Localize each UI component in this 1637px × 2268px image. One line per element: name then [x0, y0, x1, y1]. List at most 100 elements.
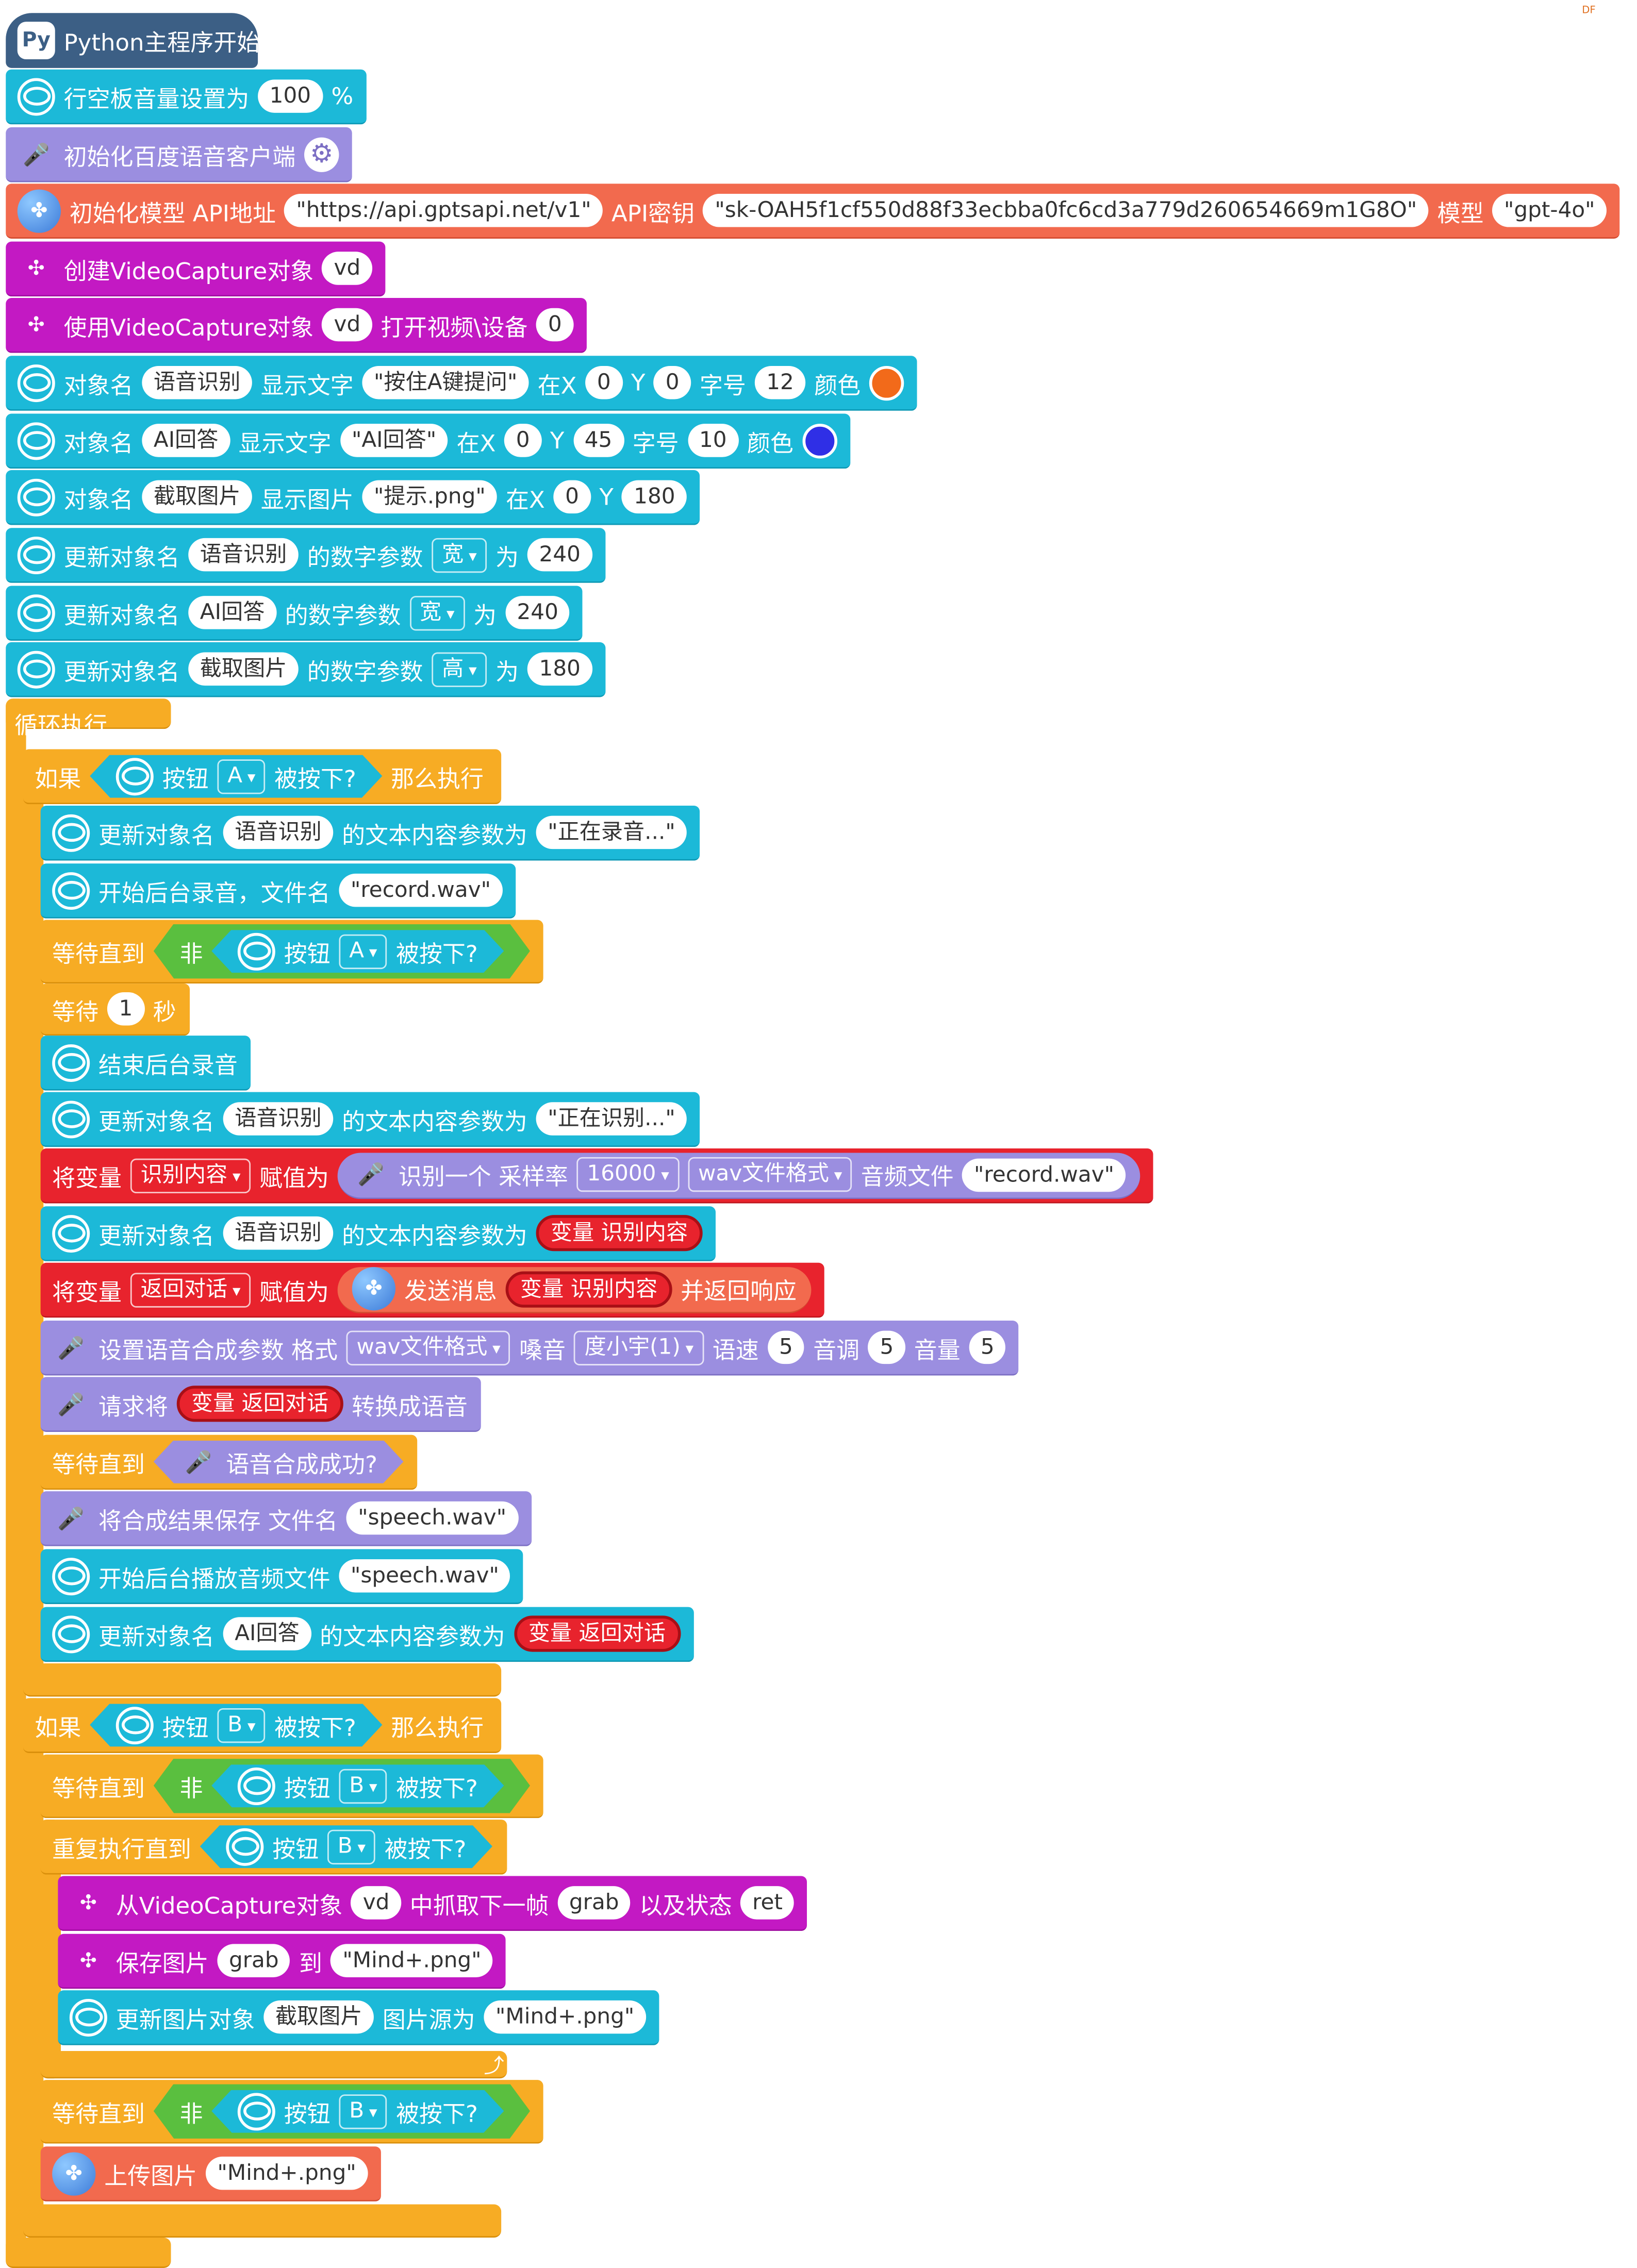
- var-input[interactable]: vd: [322, 308, 372, 342]
- upload-image-block[interactable]: ✤ 上传图片 "Mind+.png": [40, 2146, 381, 2202]
- show-text-block-2[interactable]: 对象名 AI回答 显示文字 "AI回答" 在X 0 Y 45 字号 10 颜色: [6, 413, 850, 469]
- object-name-input[interactable]: 语音识别: [223, 815, 334, 849]
- y-input[interactable]: 0: [654, 365, 691, 399]
- object-name-input[interactable]: AI回答: [188, 596, 276, 629]
- update-image-block[interactable]: 更新图片对象 截取图片 图片源为 "Mind+.png": [58, 1990, 659, 2045]
- pitch-input[interactable]: 5: [868, 1330, 905, 1364]
- play-audio-block[interactable]: 开始后台播放音频文件 "speech.wav": [40, 1549, 524, 1604]
- variable-dropdown[interactable]: 识别内容: [130, 1158, 251, 1193]
- wait-until-block-1[interactable]: 等待直到 非 按钮 A 被按下?: [40, 920, 543, 984]
- update-text-block-3[interactable]: 更新对象名 语音识别 的文本内容参数为 变量 识别内容: [40, 1206, 716, 1261]
- key-dropdown[interactable]: B: [339, 1768, 388, 1803]
- if-a-block[interactable]: 如果 按钮 A 被按下? 那么执行: [23, 749, 502, 805]
- format-dropdown[interactable]: wav文件格式: [688, 1157, 852, 1192]
- show-image-block[interactable]: 对象名 截取图片 显示图片 "提示.png" 在X 0 Y 180: [6, 470, 700, 525]
- not-operator[interactable]: 非 按钮 A 被按下?: [154, 924, 530, 979]
- tts-params-block[interactable]: 🎤 设置语音合成参数 格式 wav文件格式 嗓音 度小宇(1) 语速 5 音调 …: [40, 1320, 1019, 1376]
- file-input[interactable]: "record.wav": [339, 873, 503, 907]
- object-name-input[interactable]: AI回答: [223, 1617, 311, 1650]
- update-text-block-4[interactable]: 更新对象名 AI回答 的文本内容参数为 变量 返回对话: [40, 1607, 693, 1662]
- value-input[interactable]: 240: [527, 538, 592, 572]
- font-size-input[interactable]: 12: [754, 365, 806, 399]
- update-number-block-1[interactable]: 更新对象名 语音识别 的数字参数 宽 为 240: [6, 528, 605, 583]
- variable-reporter[interactable]: 变量 返回对话: [514, 1615, 681, 1652]
- send-message-reporter[interactable]: ✤ 发送消息 变量 识别内容 并返回响应: [337, 1266, 812, 1313]
- volume-input[interactable]: 5: [969, 1330, 1006, 1364]
- python-main-start-hat[interactable]: Py Python主程序开始: [6, 13, 260, 68]
- tts-request-block[interactable]: 🎤 请求将 变量 返回对话 转换成语音: [40, 1377, 481, 1432]
- button-pressed-condition[interactable]: 按钮 B 被按下?: [211, 1764, 504, 1807]
- color-swatch[interactable]: [869, 365, 904, 400]
- api-key-input[interactable]: "sk-OAH5f1cf550d88f33ecbba0fc6cd3a779d26…: [703, 194, 1429, 227]
- open-videocapture-block[interactable]: ✣ 使用VideoCapture对象 vd 打开视频\设备 0: [6, 298, 587, 353]
- key-dropdown[interactable]: B: [327, 1829, 376, 1863]
- seconds-input[interactable]: 1: [107, 992, 144, 1026]
- file-input[interactable]: "record.wav": [962, 1158, 1126, 1191]
- object-name-input[interactable]: 截取图片: [263, 2000, 374, 2034]
- grab-frame-block[interactable]: ✣ 从VideoCapture对象 vd 中抓取下一帧 grab 以及状态 re…: [58, 1876, 807, 1931]
- button-pressed-condition[interactable]: 按钮 A 被按下?: [90, 754, 382, 797]
- x-input[interactable]: 0: [553, 480, 591, 514]
- variable-reporter[interactable]: 变量 识别内容: [505, 1271, 672, 1307]
- key-dropdown[interactable]: B: [218, 1708, 266, 1742]
- value-input[interactable]: 240: [505, 596, 570, 629]
- set-var-reply-block[interactable]: 将变量 返回对话 赋值为 ✤ 发送消息 变量 识别内容 并返回响应: [40, 1262, 824, 1318]
- color-swatch[interactable]: [802, 423, 837, 458]
- format-dropdown[interactable]: wav文件格式: [346, 1330, 511, 1365]
- var-input[interactable]: vd: [351, 1886, 401, 1920]
- value-input[interactable]: 180: [527, 652, 592, 686]
- save-image-block[interactable]: ✣ 保存图片 grab 到 "Mind+.png": [58, 1933, 506, 1989]
- var-input[interactable]: vd: [322, 252, 372, 285]
- file-input[interactable]: "提示.png": [362, 480, 498, 514]
- object-name-input[interactable]: 截取图片: [188, 652, 299, 686]
- voice-dropdown[interactable]: 度小宇(1): [574, 1330, 704, 1365]
- set-var-recognize-block[interactable]: 将变量 识别内容 赋值为 🎤 识别一个 采样率 16000 wav文件格式 音频…: [40, 1148, 1153, 1204]
- update-number-block-2[interactable]: 更新对象名 AI回答 的数字参数 宽 为 240: [6, 586, 583, 641]
- key-dropdown[interactable]: A: [339, 933, 388, 968]
- variable-reporter[interactable]: 变量 返回对话: [176, 1386, 343, 1422]
- button-pressed-condition[interactable]: 按钮 B 被按下?: [90, 1703, 382, 1746]
- file-input[interactable]: "Mind+.png": [330, 1944, 493, 1977]
- forever-loop-block[interactable]: 循环执行: [6, 698, 120, 747]
- font-size-input[interactable]: 10: [687, 424, 739, 457]
- volume-input[interactable]: 100: [258, 79, 323, 113]
- param-dropdown[interactable]: 高: [432, 652, 487, 687]
- api-url-input[interactable]: "https://api.gptsapi.net/v1": [284, 194, 603, 227]
- file-input[interactable]: "speech.wav": [346, 1501, 518, 1535]
- model-input[interactable]: "gpt-4o": [1492, 194, 1607, 227]
- update-text-block-1[interactable]: 更新对象名 语音识别 的文本内容参数为 "正在录音...": [40, 805, 700, 861]
- key-dropdown[interactable]: B: [339, 2094, 388, 2128]
- init-baidu-block[interactable]: 🎤 初始化百度语音客户端 ⚙: [6, 127, 352, 182]
- key-dropdown[interactable]: A: [218, 759, 266, 793]
- repeat-until-block[interactable]: 重复执行直到 按钮 B 被按下?: [40, 1820, 507, 1875]
- object-name-input[interactable]: 语音识别: [223, 1216, 334, 1250]
- wait-until-block-3[interactable]: 等待直到 非 按钮 B 被按下?: [40, 1754, 543, 1819]
- show-text-block-1[interactable]: 对象名 语音识别 显示文字 "按住A键提问" 在X 0 Y 0 字号 12 颜色: [6, 356, 917, 411]
- speed-input[interactable]: 5: [767, 1330, 805, 1364]
- param-dropdown[interactable]: 宽: [409, 595, 465, 630]
- object-name-input[interactable]: 语音识别: [188, 538, 299, 572]
- gear-icon[interactable]: ⚙: [304, 137, 339, 172]
- x-input[interactable]: 0: [585, 365, 623, 399]
- update-text-block-2[interactable]: 更新对象名 语音识别 的文本内容参数为 "正在识别...": [40, 1092, 700, 1147]
- text-input[interactable]: "AI回答": [340, 424, 448, 457]
- x-input[interactable]: 0: [504, 424, 542, 457]
- grab-input[interactable]: grab: [217, 1944, 291, 1977]
- object-name-input[interactable]: 语音识别: [142, 365, 252, 399]
- text-input[interactable]: "正在录音...": [536, 815, 687, 849]
- file-input[interactable]: "Mind+.png": [484, 2000, 646, 2034]
- sample-rate-dropdown[interactable]: 16000: [576, 1157, 680, 1192]
- text-input[interactable]: "正在识别...": [536, 1102, 687, 1136]
- ret-input[interactable]: ret: [740, 1886, 795, 1920]
- volume-block[interactable]: 行空板音量设置为 100 %: [6, 69, 367, 125]
- button-pressed-condition[interactable]: 按钮 B 被按下?: [211, 2089, 504, 2132]
- text-input[interactable]: "按住A键提问": [362, 365, 529, 399]
- init-model-block[interactable]: ✤ 初始化模型 API地址 "https://api.gptsapi.net/v…: [6, 184, 1620, 239]
- stop-record-block[interactable]: 结束后台录音: [40, 1036, 251, 1091]
- variable-dropdown[interactable]: 返回对话: [130, 1272, 251, 1307]
- save-tts-block[interactable]: 🎤 将合成结果保存 文件名 "speech.wav": [40, 1491, 531, 1546]
- y-input[interactable]: 45: [573, 424, 624, 457]
- if-b-block[interactable]: 如果 按钮 B 被按下? 那么执行: [23, 1698, 502, 1753]
- file-input[interactable]: "Mind+.png": [206, 2156, 368, 2190]
- update-number-block-3[interactable]: 更新对象名 截取图片 的数字参数 高 为 180: [6, 642, 605, 697]
